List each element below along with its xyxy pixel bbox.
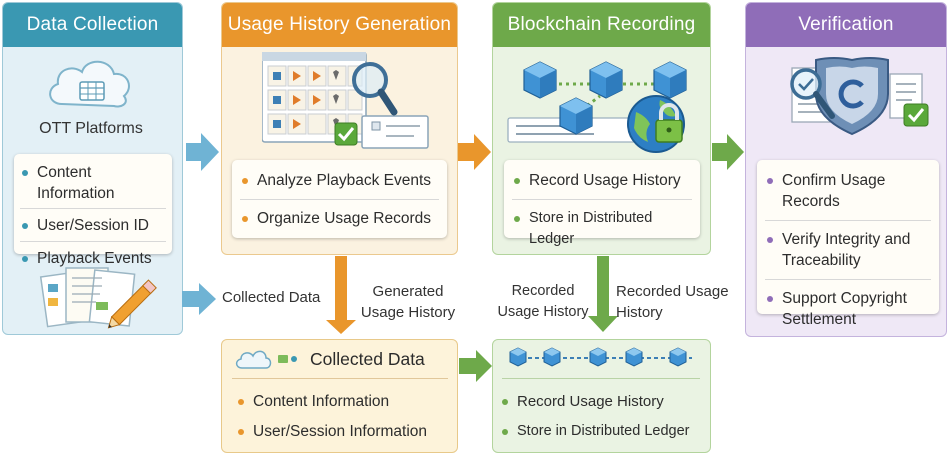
arrow-generation-to-blockchain bbox=[458, 134, 491, 170]
list-item: Record Usage History bbox=[500, 391, 664, 412]
cloud-icon bbox=[49, 60, 130, 108]
list-item: Playback Events bbox=[20, 241, 166, 269]
collected-data-title: Collected Data bbox=[310, 349, 425, 369]
arrow-blockchain-down bbox=[588, 256, 618, 332]
data-table-icon bbox=[262, 52, 429, 149]
document-pencil-icon bbox=[39, 267, 157, 329]
list-item: Content Information bbox=[236, 391, 389, 412]
list-item: User/Session ID bbox=[20, 208, 166, 241]
list-item: Store in Distributed Ledger bbox=[500, 421, 690, 442]
stage-title-blockchain-recording: Blockchain Recording bbox=[493, 3, 710, 47]
stage-title-usage-history-generation: Usage History Generation bbox=[222, 3, 457, 47]
list-item: Content Information bbox=[20, 158, 166, 208]
shield-icon bbox=[790, 57, 889, 136]
arrow-collected-data bbox=[182, 283, 216, 315]
verification-items: Confirm Usage Records Verify Integrity a… bbox=[757, 160, 939, 328]
list-item: Store in Distributed Ledger bbox=[512, 199, 692, 250]
label-recorded-usage-history-left: Recorded Usage History bbox=[497, 283, 589, 320]
stage-title-data-collection: Data Collection bbox=[3, 3, 182, 47]
cloud-icon bbox=[235, 350, 297, 369]
document-check-icon bbox=[889, 73, 929, 127]
ledger-divider bbox=[502, 378, 700, 379]
collected-data-divider bbox=[232, 378, 448, 379]
data-collection-items: Content Information User/Session ID Play… bbox=[14, 154, 172, 267]
list-item: Analyze Playback Events bbox=[240, 166, 439, 199]
globe-lock-icon bbox=[627, 95, 685, 153]
blockchain-cubes-icon bbox=[507, 61, 687, 143]
list-item: User/Session Information bbox=[236, 421, 427, 442]
list-item: Verify Integrity and Traceability bbox=[765, 220, 931, 279]
list-item: Support Copyright Settlement bbox=[765, 279, 931, 330]
list-item: Confirm Usage Records bbox=[765, 166, 931, 220]
label-recorded-usage-history-right: Recorded Usage History bbox=[616, 283, 729, 321]
arrow-generation-down bbox=[326, 256, 356, 334]
arrow-collected-to-ledger bbox=[459, 350, 492, 382]
magnifier-icon bbox=[352, 62, 398, 116]
label-collected-data: Collected Data bbox=[222, 289, 321, 306]
checkmark-icon bbox=[334, 122, 358, 146]
arrow-blockchain-to-verification bbox=[712, 134, 744, 170]
label-generated-usage-history: Generated Usage History bbox=[360, 283, 456, 321]
stage-title-verification: Verification bbox=[746, 3, 946, 47]
arrow-collection-to-generation bbox=[186, 133, 219, 171]
blockchain-recording-items: Record Usage History Store in Distribute… bbox=[504, 160, 700, 247]
blockchain-cubes-icon bbox=[509, 347, 692, 367]
ott-platforms-label: OTT Platforms bbox=[39, 120, 143, 137]
usage-history-items: Analyze Playback Events Organize Usage R… bbox=[232, 160, 447, 238]
list-item: Organize Usage Records bbox=[240, 199, 439, 229]
list-item: Record Usage History bbox=[512, 166, 692, 199]
